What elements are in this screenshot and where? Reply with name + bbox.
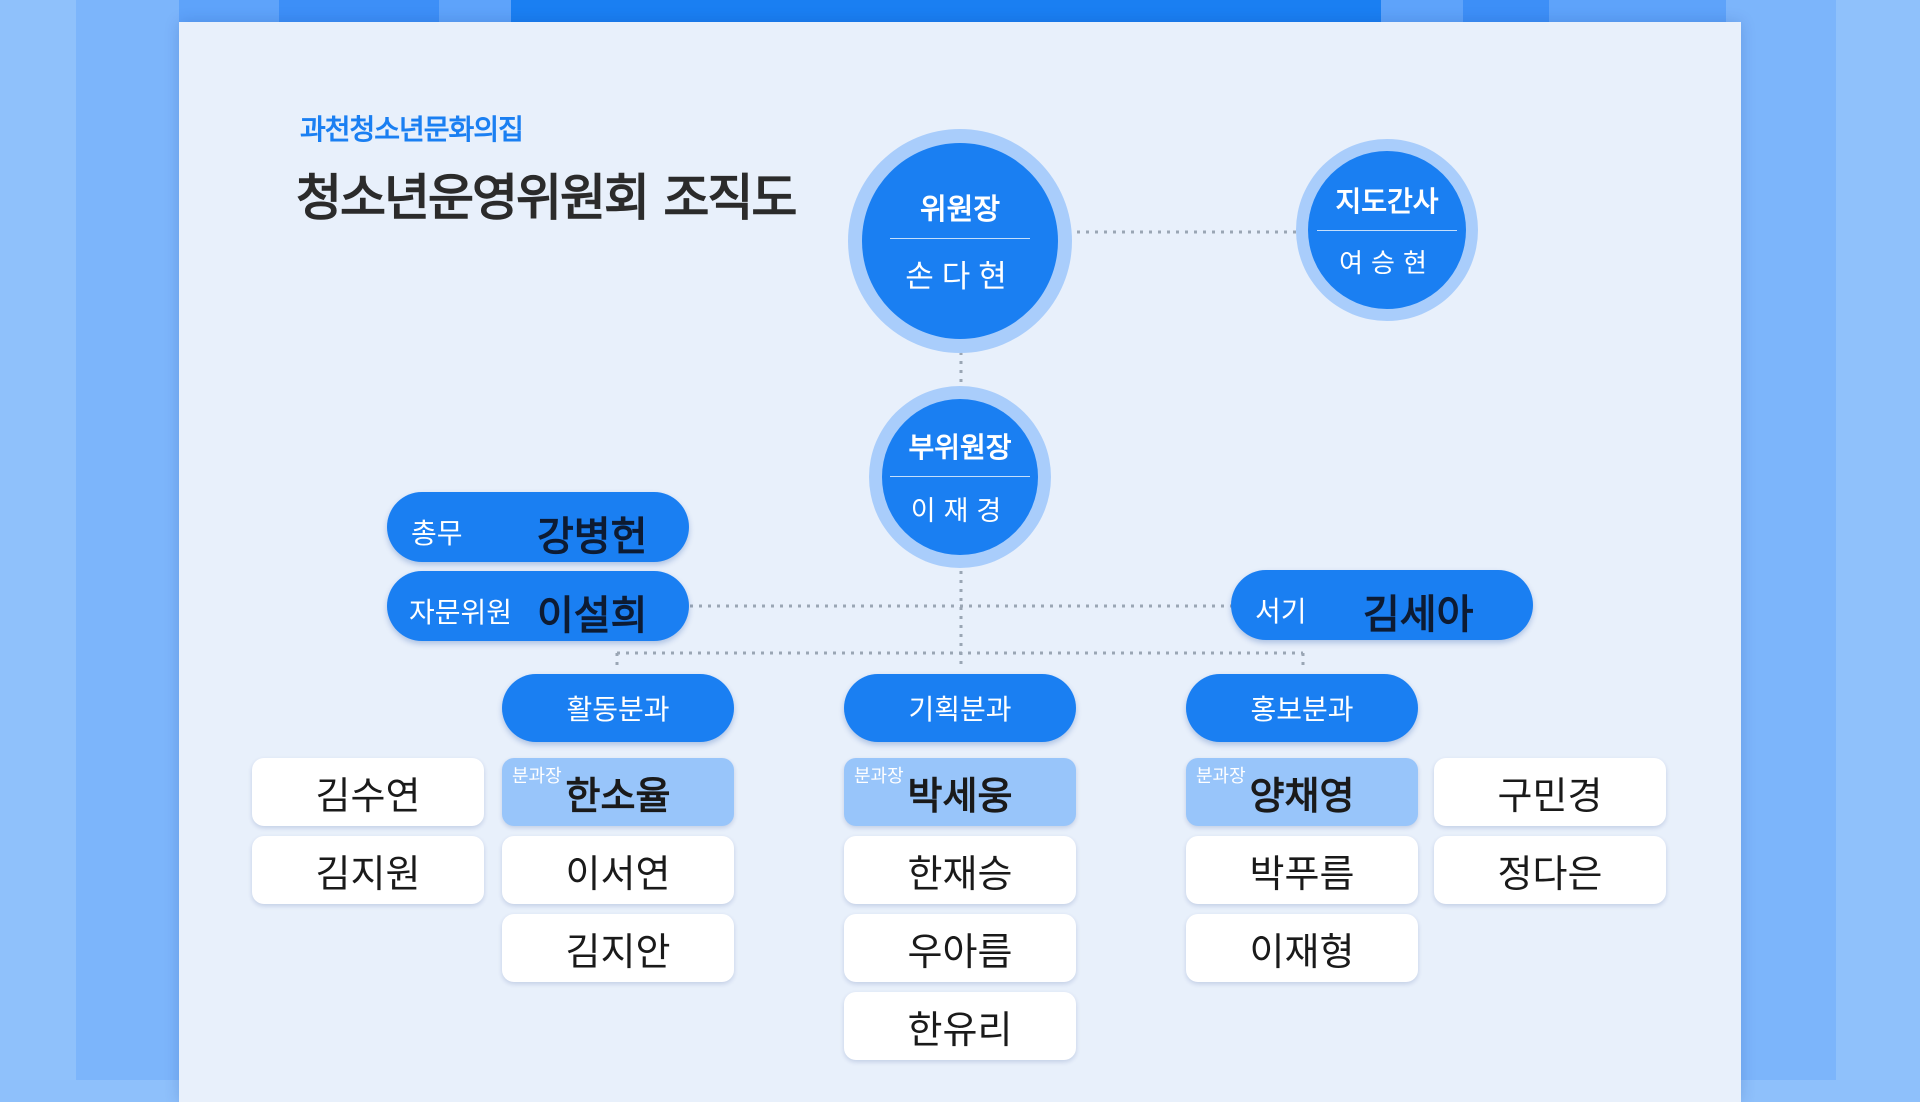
dept-planning-head: 분과장 박세웅 — [844, 758, 1076, 826]
general-affairs-role: 총무 — [411, 517, 463, 550]
member-cell: 이재형 — [1186, 914, 1418, 982]
bg-stripe — [76, 0, 179, 1080]
advisor-circle: 지도간사 여승현 — [1308, 151, 1466, 309]
chair-name: 손다현 — [905, 259, 1015, 295]
member-cell: 김수연 — [252, 758, 484, 826]
head-name: 양채영 — [1249, 773, 1355, 818]
dept-promotion: 홍보분과 — [1186, 674, 1418, 742]
consultant-name: 이설희 — [537, 593, 648, 639]
consultant-role: 자문위원 — [409, 596, 513, 629]
member-cell: 구민경 — [1434, 758, 1666, 826]
head-name: 한소율 — [565, 773, 671, 818]
secretary-role: 서기 — [1255, 595, 1307, 628]
head-tag: 분과장 — [512, 766, 562, 787]
bg-stripe — [1836, 0, 1920, 1080]
member-cell: 김지원 — [252, 836, 484, 904]
general-affairs-pill: 총무 강병헌 — [387, 492, 689, 562]
vice-chair-circle: 부위원장 이재경 — [882, 399, 1038, 555]
general-affairs-name: 강병헌 — [537, 514, 648, 560]
vice-chair-name: 이재경 — [910, 496, 1010, 527]
member-cell: 한재승 — [844, 836, 1076, 904]
member-cell: 우아름 — [844, 914, 1076, 982]
consultant-pill: 자문위원 이설희 — [387, 571, 689, 641]
head-tag: 분과장 — [854, 766, 904, 787]
member-cell: 한유리 — [844, 992, 1076, 1060]
advisor-name: 여승현 — [1339, 249, 1435, 279]
page-title: 청소년운영위원회 조직도 — [296, 169, 797, 227]
bg-stripe — [0, 0, 76, 1080]
member-cell: 박푸름 — [1186, 836, 1418, 904]
organization-name: 과천청소년문화의집 — [300, 113, 524, 146]
secretary-pill: 서기 김세아 — [1231, 570, 1533, 640]
member-cell: 김지안 — [502, 914, 734, 982]
member-cell: 정다은 — [1434, 836, 1666, 904]
head-tag: 분과장 — [1196, 766, 1246, 787]
head-name: 박세웅 — [907, 773, 1013, 818]
dept-activity-head: 분과장 한소율 — [502, 758, 734, 826]
secretary-name: 김세아 — [1363, 592, 1474, 638]
dept-activity: 활동분과 — [502, 674, 734, 742]
dept-promotion-head: 분과장 양채영 — [1186, 758, 1418, 826]
chair-circle: 위원장 손다현 — [862, 143, 1058, 339]
bg-stripe — [1726, 0, 1836, 1080]
advisor-role: 지도간사 — [1317, 180, 1457, 231]
vice-chair-role: 부위원장 — [890, 426, 1030, 477]
member-cell: 이서연 — [502, 836, 734, 904]
chair-role: 위원장 — [890, 186, 1030, 239]
dept-planning: 기획분과 — [844, 674, 1076, 742]
